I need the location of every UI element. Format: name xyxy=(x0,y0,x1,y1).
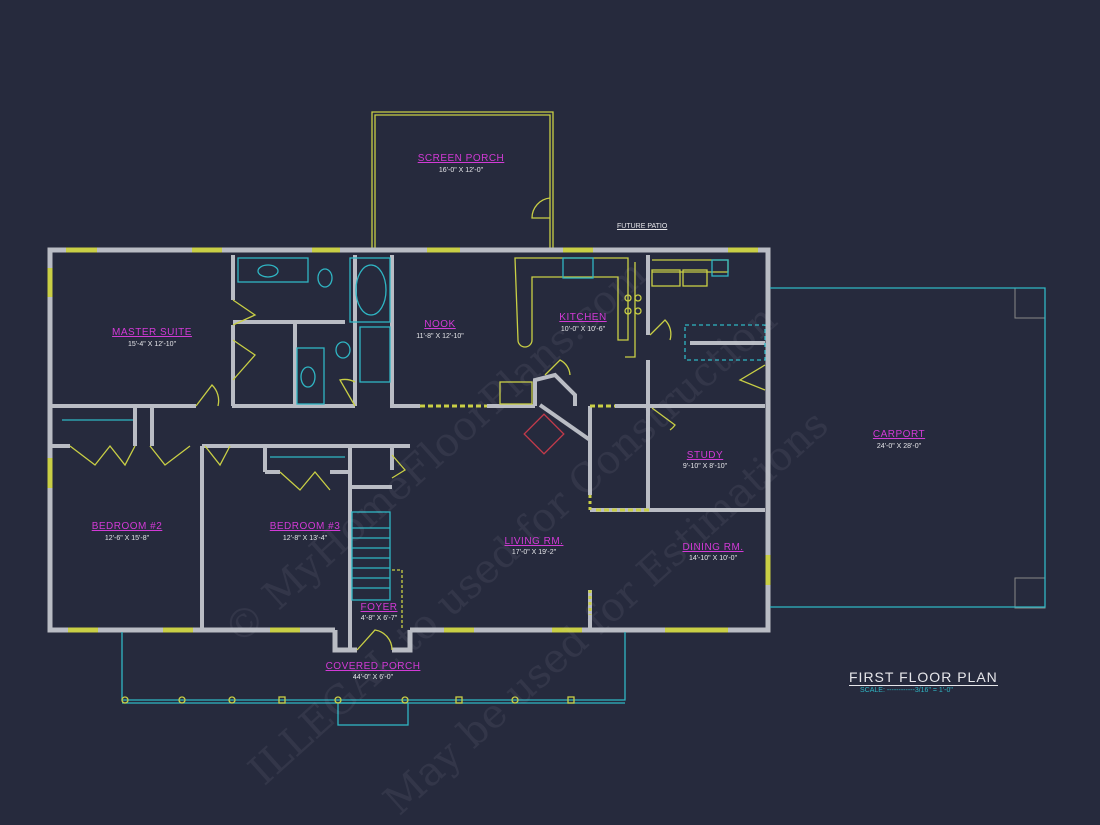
room-label-bedroom-2: BEDROOM #2 xyxy=(91,521,163,532)
windows xyxy=(47,247,771,633)
room-size-bedroom-3: 12'-8" X 13'-4" xyxy=(282,535,328,542)
doors xyxy=(69,299,766,651)
room-label-foyer: FOYER xyxy=(360,602,398,613)
plan-title: FIRST FLOOR PLAN xyxy=(849,669,998,686)
room-label-dining-room: DINING RM. xyxy=(682,542,744,553)
room-size-covered-porch: 44'-0" X 6'-0" xyxy=(352,674,394,681)
carport-outline xyxy=(770,287,1046,608)
room-label-carport: CARPORT xyxy=(872,429,926,440)
room-size-dining-room: 14'-10" X 10'-0" xyxy=(688,555,738,562)
room-size-screen-porch: 16'-0" X 12'-0" xyxy=(438,167,484,174)
room-size-kitchen: 10'-0" X 10'-6" xyxy=(560,326,606,333)
note-future-patio: FUTURE PATIO xyxy=(617,223,668,230)
room-size-master-suite: 15'-4" X 12'-10" xyxy=(127,341,177,348)
room-size-study: 9'-10" X 8'-10" xyxy=(682,463,728,470)
stairs xyxy=(351,511,403,630)
plumbing-fixtures xyxy=(62,257,1046,609)
room-size-bedroom-2: 12'-6" X 15'-8" xyxy=(104,535,150,542)
room-label-study: STUDY xyxy=(686,450,724,461)
room-label-bedroom-3: BEDROOM #3 xyxy=(269,521,341,532)
room-size-carport: 24'-0" X 28'-0" xyxy=(876,443,922,450)
screen-porch-outline xyxy=(371,111,554,250)
room-label-nook: NOOK xyxy=(424,319,456,330)
room-size-nook: 11'-8" X 12'-10" xyxy=(416,333,464,340)
room-size-foyer: 4'-8" X 6'-7" xyxy=(360,615,398,622)
room-label-kitchen: KITCHEN xyxy=(559,312,607,323)
room-label-living-room: LIVING RM. xyxy=(504,536,564,547)
room-size-living-room: 17'-0" X 19'-2" xyxy=(511,549,557,556)
room-label-covered-porch: COVERED PORCH xyxy=(325,661,421,672)
covered-porch-outline xyxy=(121,632,626,726)
room-label-master-suite: MASTER SUITE xyxy=(112,327,192,338)
interior-walls xyxy=(50,255,765,650)
plan-scale: SCALE: ------------3/16" = 1'-0" xyxy=(860,687,953,694)
room-label-screen-porch: SCREEN PORCH xyxy=(417,153,505,164)
